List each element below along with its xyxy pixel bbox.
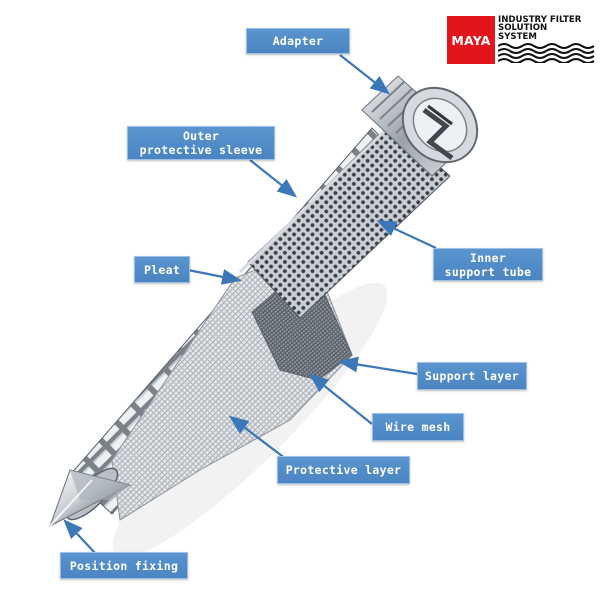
arrow-inner-tube (376, 220, 437, 249)
label-support-layer: Support layer (417, 362, 527, 390)
position-fixing-cone (49, 469, 132, 528)
logo-mark-text: MAYA (451, 32, 491, 48)
label-position-fixing: Position fixing (60, 552, 188, 579)
arrow-support-layer (338, 356, 418, 376)
label-wire-mesh: Wire mesh (372, 413, 464, 441)
arrow-protective-layer (228, 415, 291, 463)
logo-line-1: INDUSTRY FILTER (498, 15, 582, 25)
label-inner-support-tube: Inner support tube (433, 248, 543, 281)
maya-logo: MAYA INDUSTRY FILTER SOLUTION SYSTEM (447, 15, 598, 64)
logo-line-2: SOLUTION (498, 23, 548, 34)
adapter-fitting (361, 75, 479, 177)
label-adapter: Adapter (246, 28, 350, 54)
logo-tagline: INDUSTRY FILTER SOLUTION SYSTEM (498, 15, 598, 42)
arrow-position-fixing (63, 519, 96, 554)
arrow-outer-sleeve (249, 159, 298, 198)
callout-arrows (63, 54, 437, 554)
logo-line-3: SYSTEM (498, 31, 537, 42)
arrow-pleat (187, 268, 242, 285)
arrow-adapter (339, 54, 391, 95)
label-outer-protective-sleeve: Outer protective sleeve (127, 126, 275, 160)
label-protective-layer: Protective layer (277, 456, 410, 484)
logo-waves-icon (498, 43, 595, 63)
label-pleat: Pleat (134, 256, 190, 283)
logo-mark: MAYA (447, 16, 495, 64)
arrow-wire-mesh (308, 373, 373, 425)
